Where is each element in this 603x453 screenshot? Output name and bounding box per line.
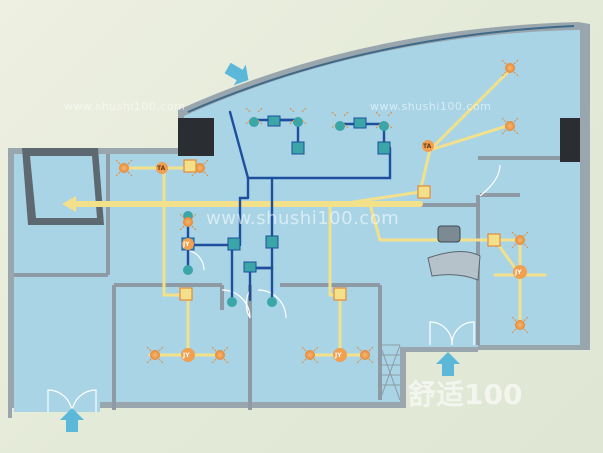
watermark-url-2: www.shushi100.com — [370, 100, 491, 113]
ta-label-1: TA — [157, 165, 166, 172]
lamp-icon — [330, 110, 350, 130]
lamp-icon — [355, 345, 375, 365]
jy-label-4: JY — [514, 269, 522, 276]
jy-label-2: JY — [182, 352, 190, 359]
ta-label-2: TA — [423, 143, 432, 150]
lamp-icon — [210, 345, 230, 365]
watermark-brand: 舒适100 — [408, 378, 522, 411]
stair-marks — [379, 344, 401, 401]
watermark-url-3: www.shushi100.com — [206, 208, 399, 229]
lamp-icon — [510, 315, 530, 335]
lamp-icon — [510, 230, 530, 250]
jy-label-3: JY — [334, 352, 342, 359]
lamp-icon — [500, 116, 520, 136]
supply-arrow-icon — [62, 196, 76, 212]
sensor-icon-group — [179, 159, 501, 301]
lamp-icon-group — [114, 58, 530, 365]
lamp-icon — [374, 110, 394, 130]
column-right — [560, 118, 580, 162]
lamp-icon — [500, 58, 520, 78]
lamp-icon — [244, 106, 264, 126]
jy-label-1: JY — [182, 241, 190, 248]
building-outline — [8, 22, 590, 418]
lamp-icon — [114, 158, 134, 178]
watermark-url-1: www.shushi100.com — [64, 100, 185, 113]
lamp-icon — [288, 106, 308, 126]
lamp-icon — [178, 212, 198, 232]
fan-coil-nodes — [183, 117, 389, 307]
curved-facade — [187, 25, 575, 113]
yellow-duct-network — [71, 68, 547, 357]
desk-furniture — [427, 225, 481, 281]
thermostat-icon-group — [227, 141, 391, 251]
tag-labels: TA TA JY JY JY JY — [156, 140, 527, 362]
left-window-frame — [22, 148, 104, 225]
inlet-arrow-icon — [60, 62, 460, 432]
lamp-icon — [300, 345, 320, 365]
column-left — [178, 118, 214, 156]
lamp-icon — [145, 345, 165, 365]
